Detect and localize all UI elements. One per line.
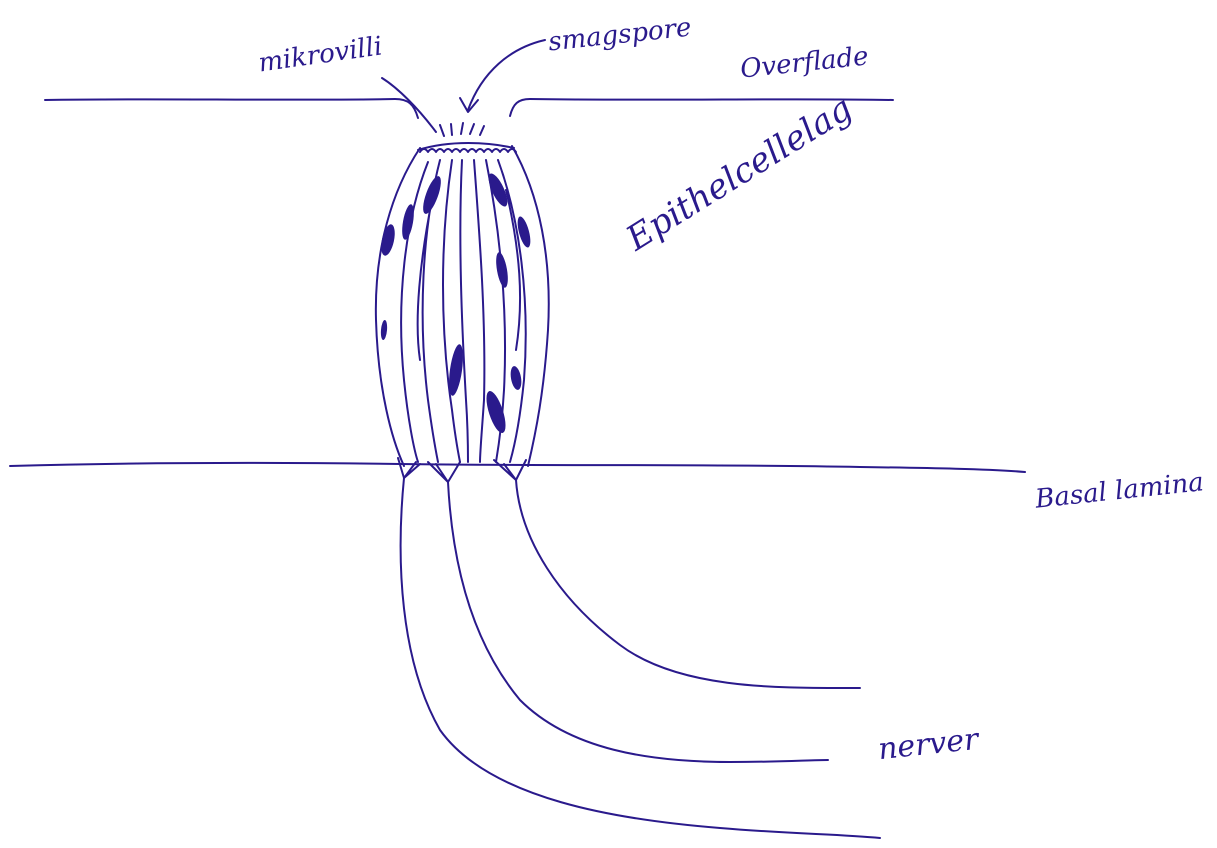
nerve-fiber-2 bbox=[448, 482, 828, 762]
nucleus bbox=[483, 389, 510, 435]
nucleus bbox=[494, 251, 510, 288]
microvilli-tufts bbox=[440, 123, 484, 136]
nucleus bbox=[420, 174, 445, 216]
pore-rim bbox=[420, 149, 516, 152]
surface-line-left bbox=[45, 99, 418, 118]
nucleus bbox=[380, 320, 388, 340]
nucleus bbox=[509, 365, 523, 390]
microvilli-pointer bbox=[382, 78, 436, 132]
basal-lamina-line bbox=[10, 463, 1025, 472]
receptor-cell-strokes bbox=[401, 160, 526, 462]
nerve-fiber-3 bbox=[516, 480, 860, 688]
